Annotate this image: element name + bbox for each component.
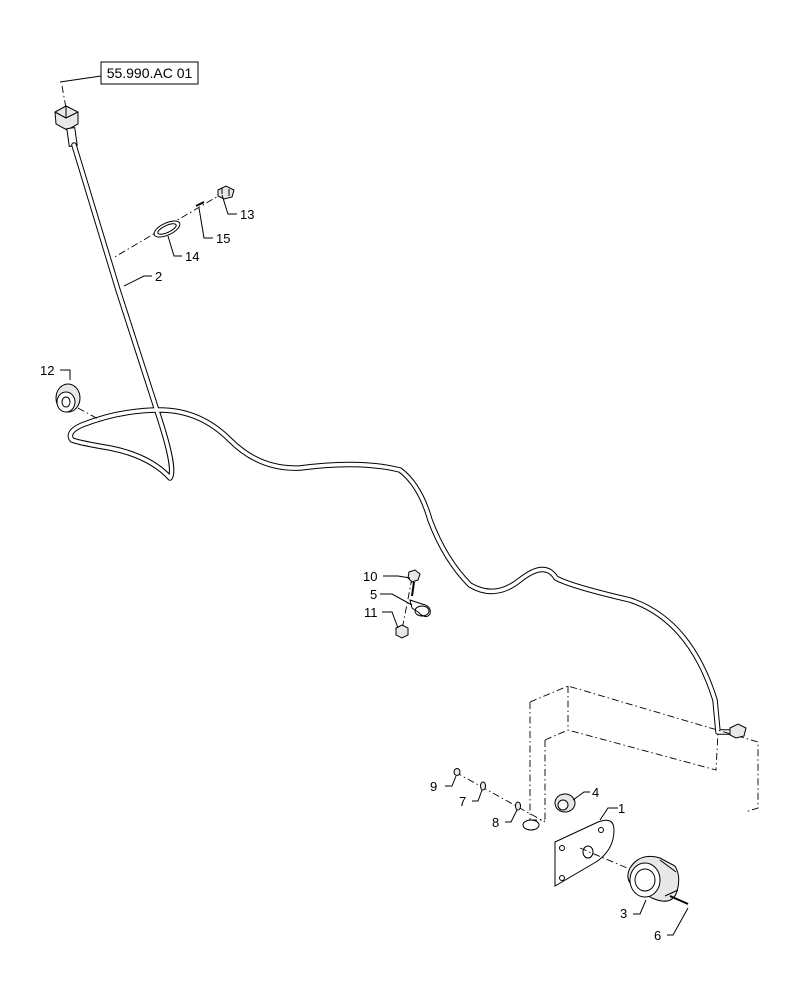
plate-1 — [522, 819, 615, 887]
reference-box — [100, 61, 199, 85]
clip-13 — [217, 185, 235, 200]
callout-12: 12 — [40, 363, 54, 378]
reference-centerline — [61, 85, 67, 109]
grommet-4 — [554, 793, 576, 813]
callout-numbers: 1 2 3 4 5 6 7 8 9 10 11 12 13 14 15 — [40, 207, 661, 943]
callout-3: 3 — [620, 906, 627, 921]
pin-15 — [195, 201, 205, 207]
bolt-10 — [407, 569, 421, 597]
leader-lines — [60, 194, 689, 936]
clamp-5 — [409, 599, 431, 618]
callout-10: 10 — [363, 569, 377, 584]
callout-1: 1 — [618, 801, 625, 816]
callout-4: 4 — [592, 785, 599, 800]
callout-8: 8 — [492, 815, 499, 830]
reference-callout[interactable]: 55.990.AC 01 — [59, 61, 199, 109]
hardware-centerline — [454, 771, 546, 823]
clamp-centerline — [401, 577, 413, 631]
reference-leader — [59, 75, 102, 83]
grommet-12 — [55, 383, 101, 421]
screw-8 — [515, 801, 521, 811]
screw-6 — [669, 895, 689, 905]
bracket-connector — [729, 723, 747, 739]
callout-11: 11 — [364, 605, 378, 620]
callout-5: 5 — [370, 587, 377, 602]
callout-14: 14 — [185, 249, 199, 264]
callout-2: 2 — [155, 269, 162, 284]
callout-13: 13 — [240, 207, 254, 222]
callout-9: 9 — [430, 779, 437, 794]
reference-label: 55.990.AC 01 — [107, 65, 193, 81]
washer-7 — [480, 781, 486, 791]
cable-end-connector — [54, 105, 79, 148]
callout-6: 6 — [654, 928, 661, 943]
wire-harness — [67, 142, 743, 735]
washer-9 — [453, 768, 461, 776]
callout-7: 7 — [459, 794, 466, 809]
nut-11 — [395, 624, 409, 639]
callout-15: 15 — [216, 231, 230, 246]
socket-3 — [627, 855, 680, 902]
cable-tie-14 — [153, 220, 181, 238]
